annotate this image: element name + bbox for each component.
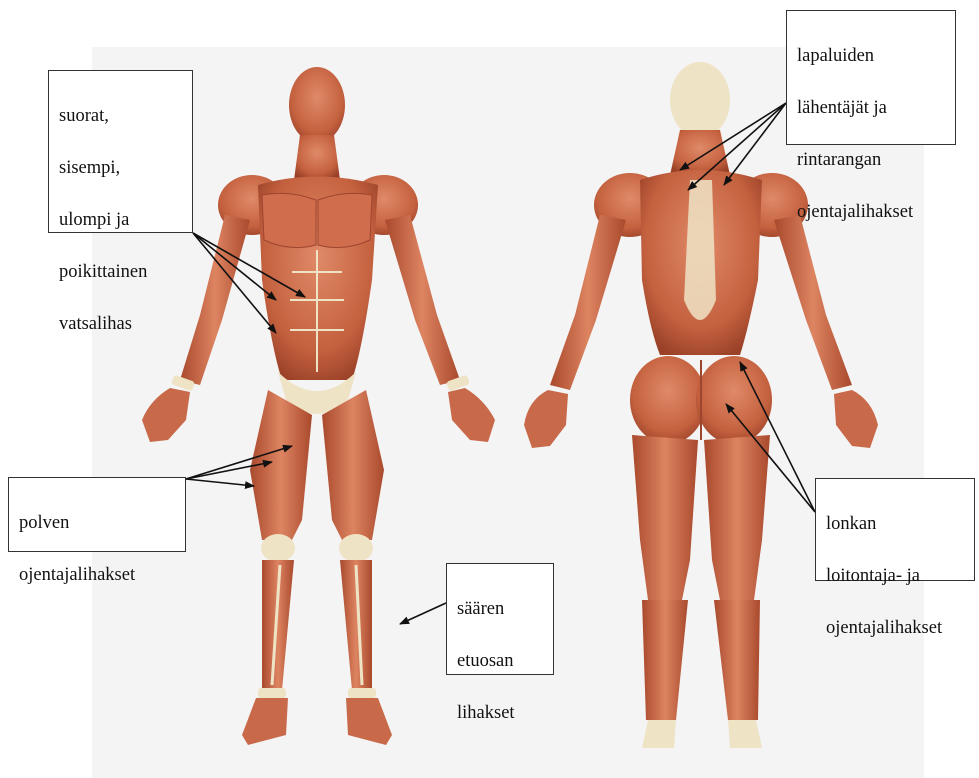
- front-right-thigh: [322, 390, 384, 540]
- front-neck: [294, 135, 340, 180]
- label-knee: polven ojentajalihakset: [8, 477, 186, 552]
- back-right-heel: [728, 720, 762, 748]
- label-abs-line: suorat,: [59, 103, 182, 129]
- back-left-calf: [642, 600, 688, 720]
- front-left-hand: [142, 388, 190, 442]
- label-hip-line: lonkan: [826, 511, 964, 537]
- label-shin-line: etuosan: [457, 648, 543, 674]
- back-left-thigh: [632, 435, 698, 600]
- back-neck: [670, 130, 730, 175]
- front-left-ankle: [258, 688, 286, 698]
- back-right-hand: [834, 390, 878, 448]
- label-abs-line: vatsalihas: [59, 311, 182, 337]
- shin-arrow: [400, 603, 446, 624]
- front-right-arm: [385, 215, 460, 385]
- front-left-pectoral: [262, 193, 316, 247]
- label-knee-line: ojentajalihakset: [19, 562, 175, 588]
- back-left-hand: [524, 390, 568, 448]
- label-abs-line: poikittainen: [59, 259, 182, 285]
- back-right-calf: [714, 600, 760, 720]
- back-head: [670, 62, 730, 138]
- back-right-thigh: [704, 435, 770, 600]
- front-right-hand: [448, 388, 495, 442]
- label-abs-line: ulompi ja: [59, 207, 182, 233]
- front-left-knee: [261, 534, 295, 562]
- label-hip: lonkan loitontaja- ja ojentajalihakset: [815, 478, 975, 581]
- label-hip-line: ojentajalihakset: [826, 615, 964, 641]
- back-left-heel: [642, 720, 676, 748]
- knee-arrow-3: [186, 479, 254, 486]
- front-figure: [142, 67, 495, 745]
- scapula-arrow-3: [724, 103, 786, 185]
- front-right-foot: [346, 698, 392, 745]
- front-right-ankle: [348, 688, 376, 698]
- front-right-knee: [339, 534, 373, 562]
- back-left-arm: [550, 215, 626, 390]
- label-scapula-line: lapaluiden: [797, 43, 945, 69]
- front-right-pectoral: [318, 193, 372, 247]
- front-head: [289, 67, 345, 143]
- label-hip-line: loitontaja- ja: [826, 563, 964, 589]
- label-abs: suorat, sisempi, ulompi ja poikittainen …: [48, 70, 193, 233]
- back-right-glute: [696, 356, 772, 444]
- label-shin: säären etuosan lihakset: [446, 563, 554, 675]
- label-shin-line: säären: [457, 596, 543, 622]
- front-left-arm: [180, 215, 250, 385]
- label-abs-line: sisempi,: [59, 155, 182, 181]
- label-scapula-back: lapaluiden lähentäjät ja rintarangan oje…: [786, 10, 956, 145]
- label-scapula-line: ojentajalihakset: [797, 199, 945, 225]
- label-shin-line: lihakset: [457, 700, 543, 726]
- front-left-foot: [242, 698, 288, 745]
- label-scapula-line: rintarangan: [797, 147, 945, 173]
- label-knee-line: polven: [19, 510, 175, 536]
- back-left-glute: [630, 356, 706, 444]
- label-scapula-line: lähentäjät ja: [797, 95, 945, 121]
